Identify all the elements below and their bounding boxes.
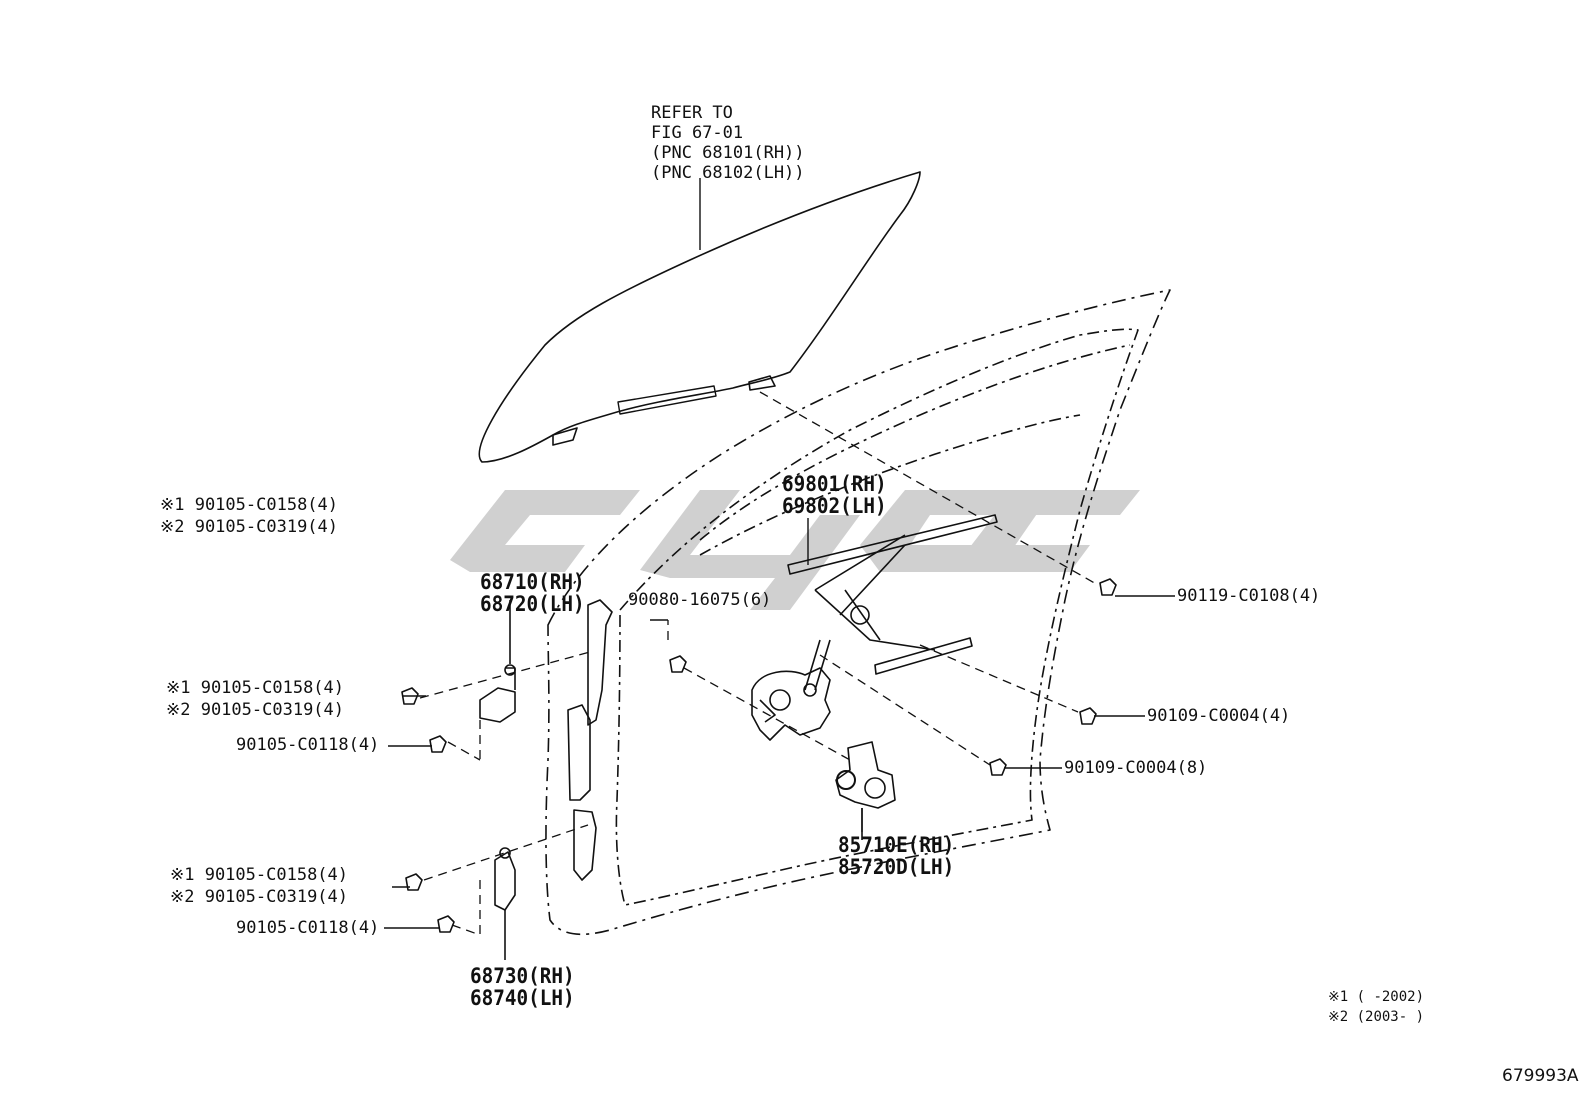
lower-hinge-lh-part-number: 68740(LH) xyxy=(470,986,575,1010)
door-outline xyxy=(545,289,1171,936)
regulator-lh-part-number: 69802(LH) xyxy=(782,494,887,518)
lower-hinge-bolt-note-2: ※2 90105-C0319(4) xyxy=(170,887,349,907)
upper-hinge-bolt-part-number: 90105-C0118(4) xyxy=(236,735,380,755)
upper-hinge-rh-part-number: 68710(RH) xyxy=(480,570,585,594)
bolt-icons xyxy=(401,578,1117,933)
regulator-rh-part-number: 69801(RH) xyxy=(782,472,887,496)
glass-reference-line-3: (PNC 68101(RH)) xyxy=(651,143,805,163)
figure-id: 679993A xyxy=(1502,1066,1579,1086)
window-glass xyxy=(478,171,921,463)
lower-hinge-rh-part-number: 68730(RH) xyxy=(470,964,575,988)
motor-rh-part-number: 85710E(RH) xyxy=(838,833,955,857)
upper-hinge xyxy=(479,600,516,723)
watermark-logo xyxy=(450,490,1140,610)
lower-hinge-bolt-part-number: 90105-C0118(4) xyxy=(236,918,380,938)
legend-note-2: ※2 (2003- ) xyxy=(1328,1009,1425,1025)
glass-reference-line-2: FIG 67-01 xyxy=(651,123,744,143)
regulator-top-bolt-part-number: 90119-C0108(4) xyxy=(1177,586,1321,606)
upper-hinge-bolt-note-2: ※2 90105-C0319(4) xyxy=(166,700,345,720)
regulator-gear-bracket xyxy=(751,667,831,741)
top-left-note-2: ※2 90105-C0319(4) xyxy=(160,517,339,537)
motor-lh-part-number: 85720D(LH) xyxy=(838,855,955,879)
window-regulator xyxy=(787,514,998,691)
regulator-lower-bolt-part-number: 90109-C0004(4) xyxy=(1147,706,1291,726)
lower-hinge-bolt-note-1: ※1 90105-C0158(4) xyxy=(170,865,349,885)
glass-reference-line-1: REFER TO xyxy=(651,103,733,123)
upper-hinge-lh-part-number: 68720(LH) xyxy=(480,592,585,616)
legend-note-1: ※1 ( -2002) xyxy=(1328,989,1425,1005)
upper-hinge-bolt-note-1: ※1 90105-C0158(4) xyxy=(166,678,345,698)
top-left-note-1: ※1 90105-C0158(4) xyxy=(160,495,339,515)
glass-reference-line-4: (PNC 68102(LH)) xyxy=(651,163,805,183)
lower-hinge xyxy=(494,847,516,960)
motor-bolt-part-number: 90109-C0004(8) xyxy=(1064,758,1208,778)
center-bolt-part-number: 90080-16075(6) xyxy=(628,590,772,610)
